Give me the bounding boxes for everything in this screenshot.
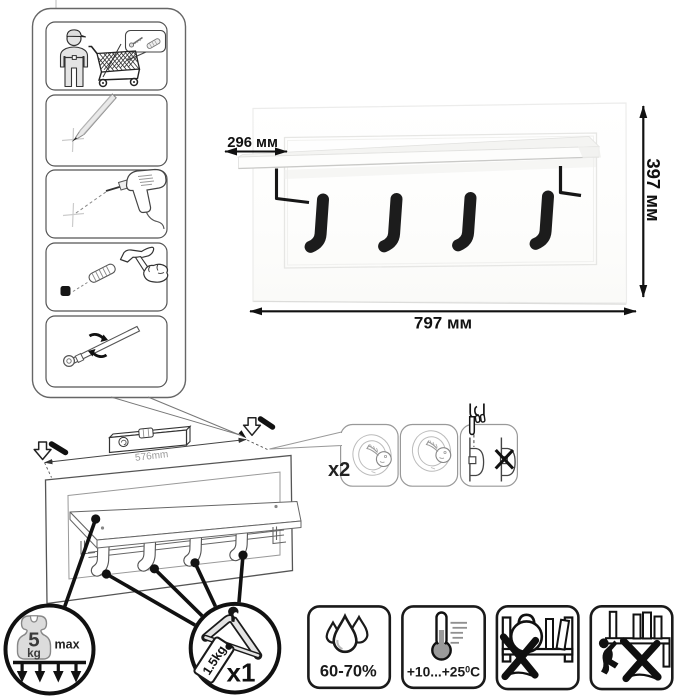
svg-text:576mm: 576mm (135, 449, 169, 464)
svg-text:797 мм: 797 мм (414, 314, 472, 333)
svg-text:397 мм: 397 мм (643, 158, 664, 221)
svg-text:5: 5 (28, 629, 39, 652)
svg-text:60-70%: 60-70% (320, 662, 377, 680)
svg-text:+10...+250C: +10...+250C (407, 664, 480, 679)
svg-text:kg: kg (27, 647, 41, 660)
svg-text:x1: x1 (227, 658, 256, 688)
svg-text:x2: x2 (328, 459, 350, 481)
svg-text:max: max (55, 637, 80, 651)
svg-text:296 мм: 296 мм (227, 135, 278, 151)
